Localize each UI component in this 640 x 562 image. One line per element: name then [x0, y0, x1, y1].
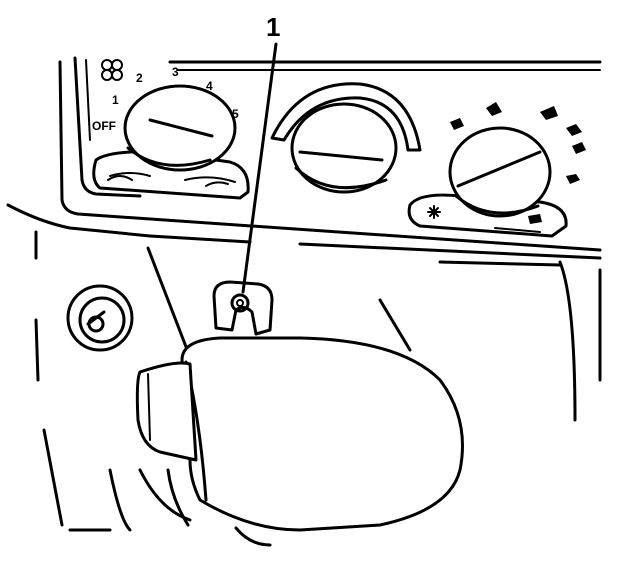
- mode-knob: [407, 126, 568, 238]
- vent-mode-icon: [450, 118, 464, 130]
- rear-defrost-icon: [528, 214, 542, 224]
- defrost-icon: [566, 174, 580, 184]
- ac-snowflake-icon: [427, 205, 441, 219]
- fan-speed-2-label: 2: [136, 71, 143, 85]
- fan-speed-4-label: 4: [206, 79, 213, 93]
- round-switch: [66, 284, 134, 352]
- fan-speed-3-label: 3: [172, 65, 179, 79]
- fresh-air-icon: [205, 181, 229, 187]
- callout-number: 1: [266, 12, 280, 42]
- defog-floor-icon: [572, 142, 586, 154]
- fan-speed-1-label: 1: [112, 93, 119, 107]
- fan-off-label: OFF: [92, 119, 116, 133]
- temperature-knob: [270, 82, 422, 194]
- defog-mode-icon: [566, 124, 582, 136]
- recirculation-icon: [107, 175, 133, 181]
- steering-column-shroud: [135, 336, 464, 532]
- fan-icon: [101, 59, 123, 81]
- dashboard-panel: [6, 56, 602, 527]
- fan-speed-5-label: 5: [232, 107, 239, 121]
- floor-mode-icon: [540, 106, 558, 120]
- fan-speed-scale: OFF 1 2 3 4 5: [92, 65, 239, 133]
- fan-speed-knob: [92, 84, 250, 200]
- mounting-bracket: [212, 280, 274, 336]
- mode-icons: [450, 102, 586, 184]
- callout-1: 1: [241, 12, 280, 294]
- bilevel-mode-icon: [486, 102, 502, 116]
- lower-column: [68, 468, 272, 547]
